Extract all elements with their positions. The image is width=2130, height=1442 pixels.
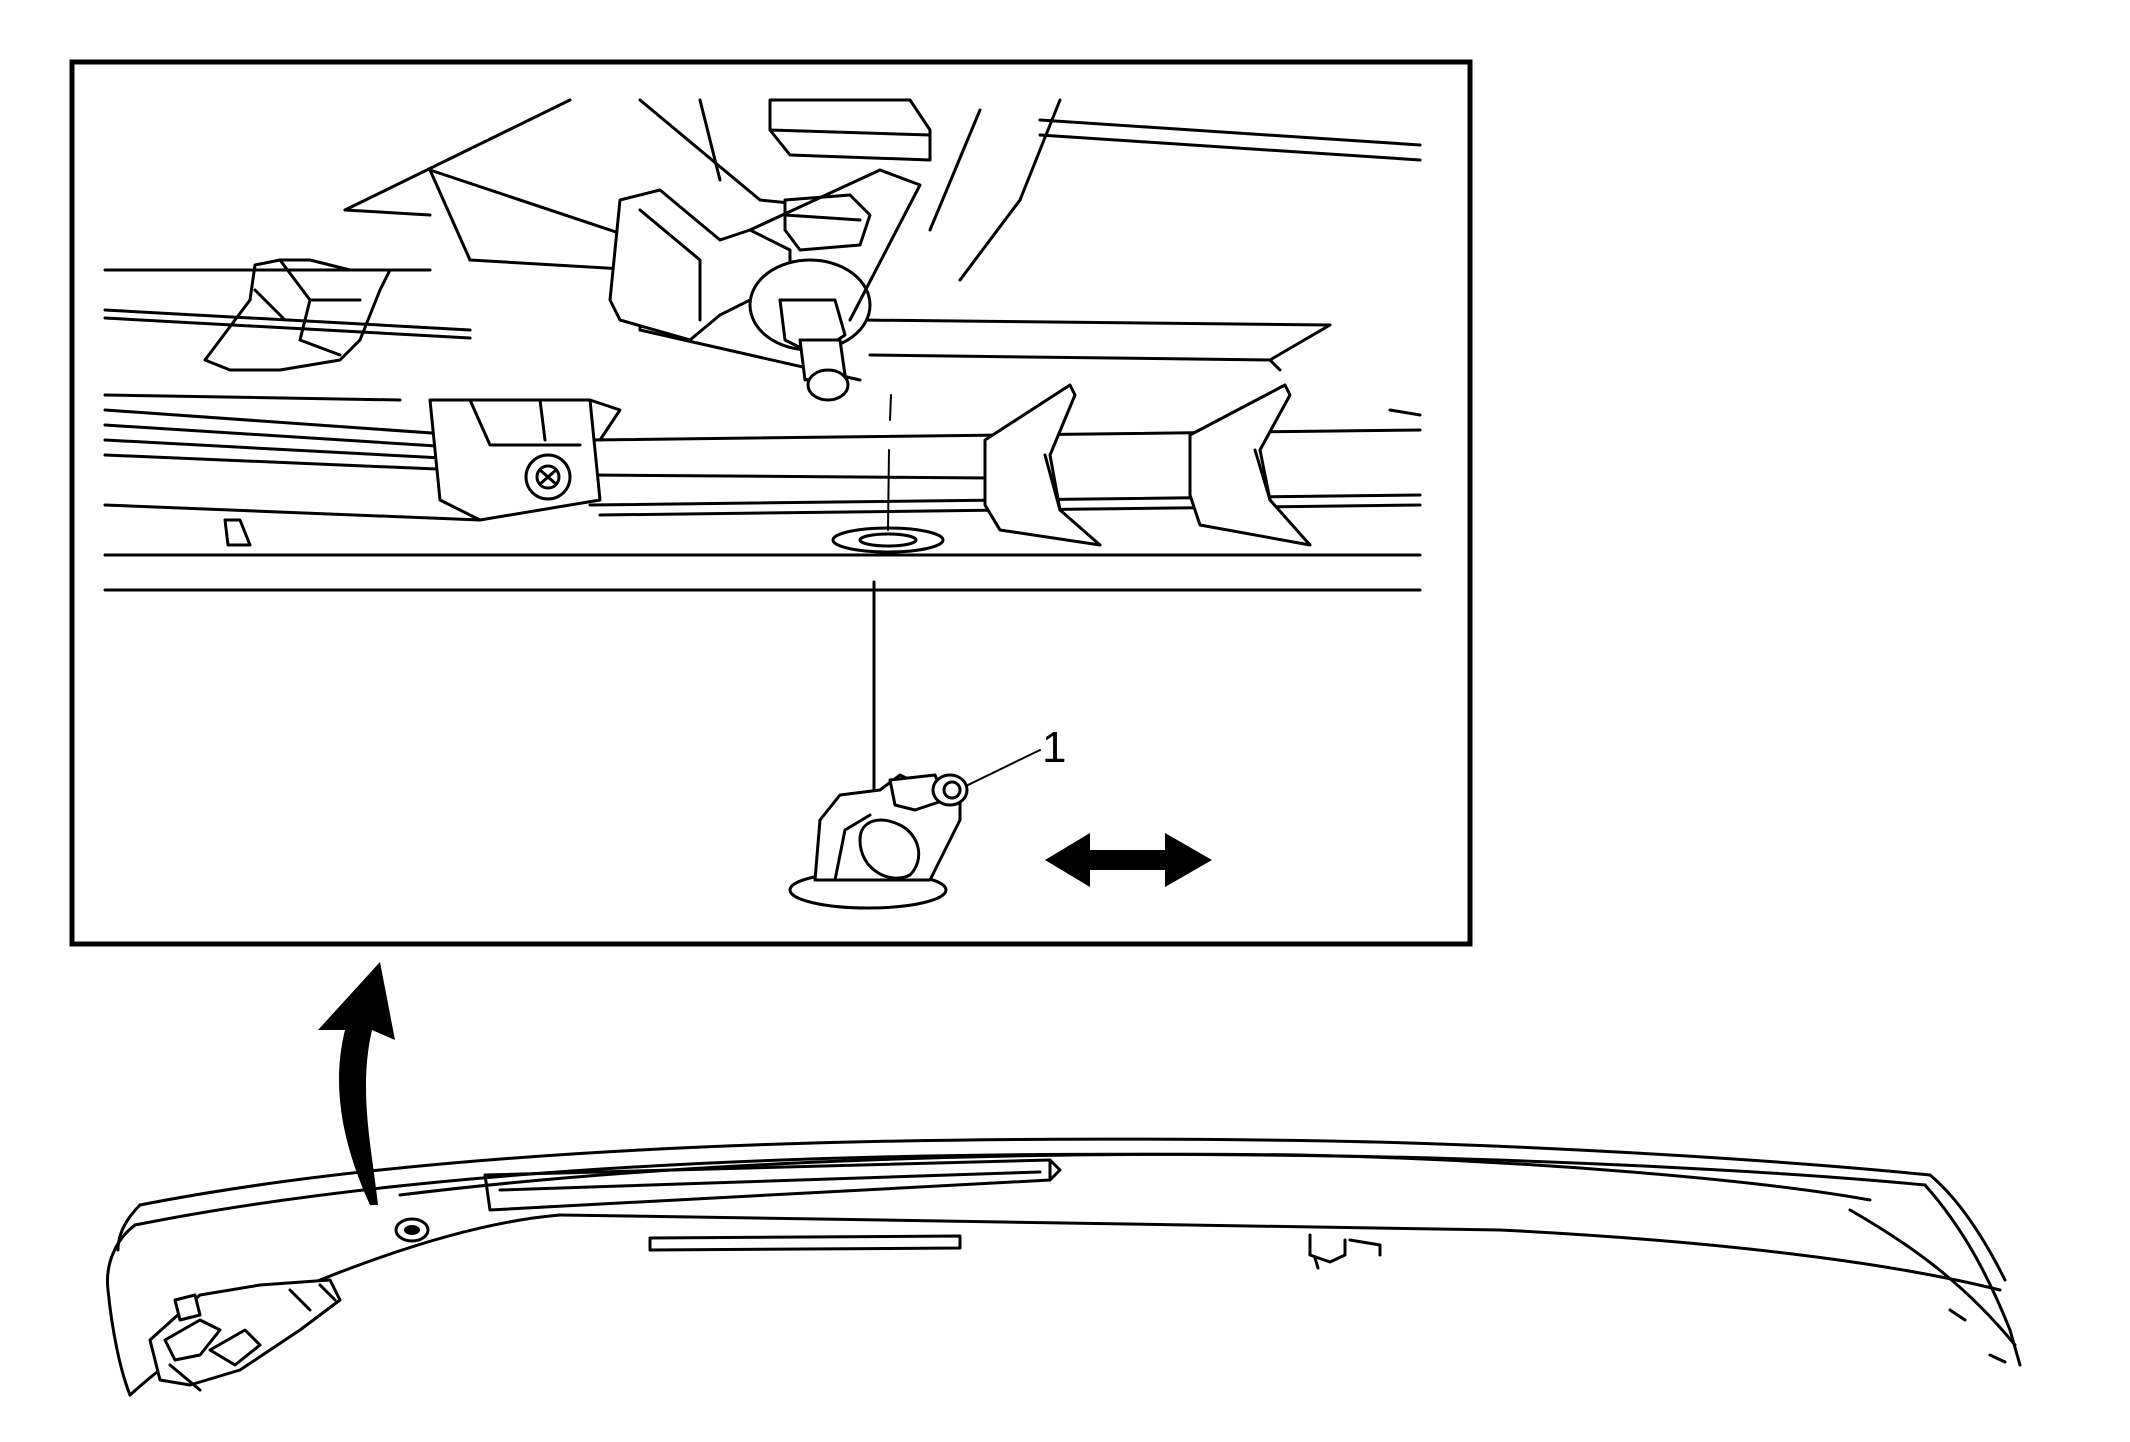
- double-arrow-icon: [1045, 833, 1212, 887]
- trim-panel: [105, 1137, 2022, 1397]
- mounting-hole: [831, 526, 945, 554]
- end-cap-mechanism: [148, 1278, 342, 1392]
- screw-bracket: [428, 398, 622, 522]
- retainer-clip: [788, 773, 969, 910]
- horizontal-rail: [103, 268, 1422, 592]
- callout-label: 1: [1042, 723, 1066, 772]
- rail-fins: [983, 383, 1312, 547]
- curved-pointer-arrow-icon: [318, 962, 395, 1205]
- callout-1: 1: [967, 723, 1066, 786]
- top-tab: [768, 98, 932, 162]
- small-tab: [223, 518, 252, 547]
- detail-inset: 1: [69, 59, 1473, 947]
- left-clip-housing: [203, 258, 392, 372]
- stud-nut-assembly: [608, 168, 922, 402]
- alignment-leader: [872, 394, 892, 802]
